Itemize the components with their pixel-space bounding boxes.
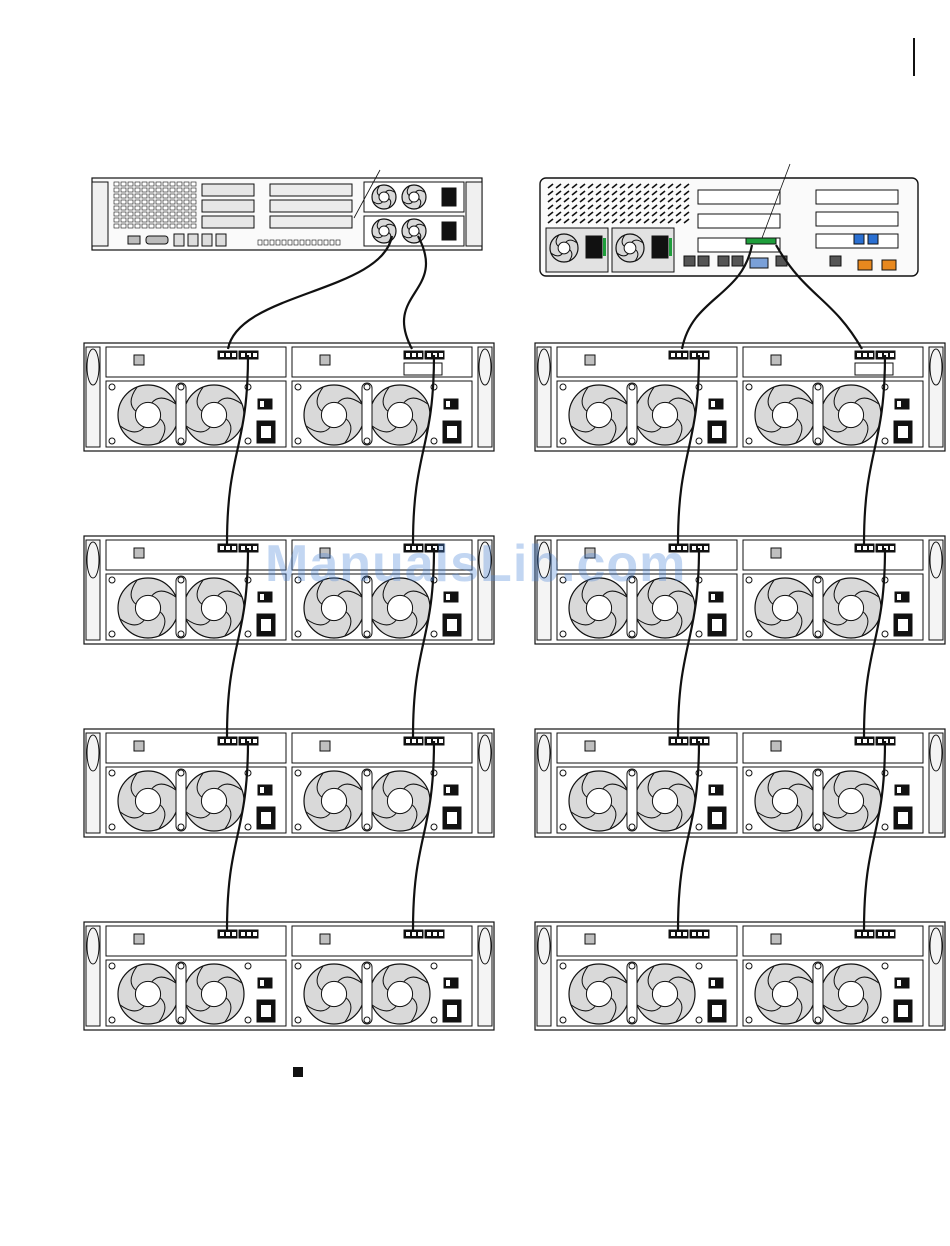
io-module-1 bbox=[106, 347, 286, 447]
fan-icon bbox=[821, 385, 881, 445]
fan-icon bbox=[402, 219, 426, 243]
io-module-2 bbox=[743, 347, 923, 447]
fan-icon bbox=[635, 578, 695, 638]
fan-icon bbox=[370, 964, 430, 1024]
fan-icon bbox=[821, 578, 881, 638]
fan-icon bbox=[372, 185, 396, 209]
fan-icon bbox=[304, 771, 364, 831]
fan-icon bbox=[304, 385, 364, 445]
io-module-1 bbox=[557, 347, 737, 447]
fan-icon bbox=[184, 578, 244, 638]
enclosure-left-4 bbox=[84, 922, 494, 1030]
io-module-2 bbox=[743, 733, 923, 833]
fan-icon bbox=[821, 964, 881, 1024]
fan-icon bbox=[184, 385, 244, 445]
sas-cable bbox=[228, 236, 392, 349]
io-module-1 bbox=[106, 733, 286, 833]
io-module-1 bbox=[557, 540, 737, 640]
fan-icon bbox=[118, 578, 178, 638]
fan-icon bbox=[184, 771, 244, 831]
fan-icon bbox=[569, 385, 629, 445]
fan-icon bbox=[569, 578, 629, 638]
io-module-2 bbox=[743, 926, 923, 1026]
fan-icon bbox=[569, 771, 629, 831]
fan-icon bbox=[635, 385, 695, 445]
io-module-1 bbox=[557, 926, 737, 1026]
fan-icon bbox=[402, 185, 426, 209]
io-module-1 bbox=[106, 540, 286, 640]
io-module-2 bbox=[292, 926, 472, 1026]
fan-icon bbox=[184, 964, 244, 1024]
fan-icon bbox=[821, 771, 881, 831]
fan-icon bbox=[569, 964, 629, 1024]
fan-icon bbox=[616, 234, 644, 262]
io-module-1 bbox=[106, 926, 286, 1026]
fan-icon bbox=[370, 771, 430, 831]
page-edge-rule bbox=[913, 38, 915, 76]
io-module-1 bbox=[557, 733, 737, 833]
fan-icon bbox=[635, 771, 695, 831]
fan-icon bbox=[304, 964, 364, 1024]
sas-cable bbox=[404, 236, 426, 349]
fan-icon bbox=[118, 385, 178, 445]
io-module-2 bbox=[292, 540, 472, 640]
fan-icon bbox=[755, 771, 815, 831]
fan-icon bbox=[370, 385, 430, 445]
bullet-marker bbox=[293, 1067, 303, 1077]
io-module-2 bbox=[743, 540, 923, 640]
fan-icon bbox=[304, 578, 364, 638]
fan-icon bbox=[118, 964, 178, 1024]
io-module-2 bbox=[292, 347, 472, 447]
fan-icon bbox=[372, 219, 396, 243]
fan-icon bbox=[755, 578, 815, 638]
server-left bbox=[92, 170, 482, 250]
fan-icon bbox=[370, 578, 430, 638]
enclosure-right-4 bbox=[535, 922, 945, 1030]
io-module-2 bbox=[292, 733, 472, 833]
fan-icon bbox=[118, 771, 178, 831]
fan-icon bbox=[755, 385, 815, 445]
server-right bbox=[540, 164, 918, 276]
fan-icon bbox=[635, 964, 695, 1024]
fan-icon bbox=[755, 964, 815, 1024]
fan-icon bbox=[550, 234, 578, 262]
